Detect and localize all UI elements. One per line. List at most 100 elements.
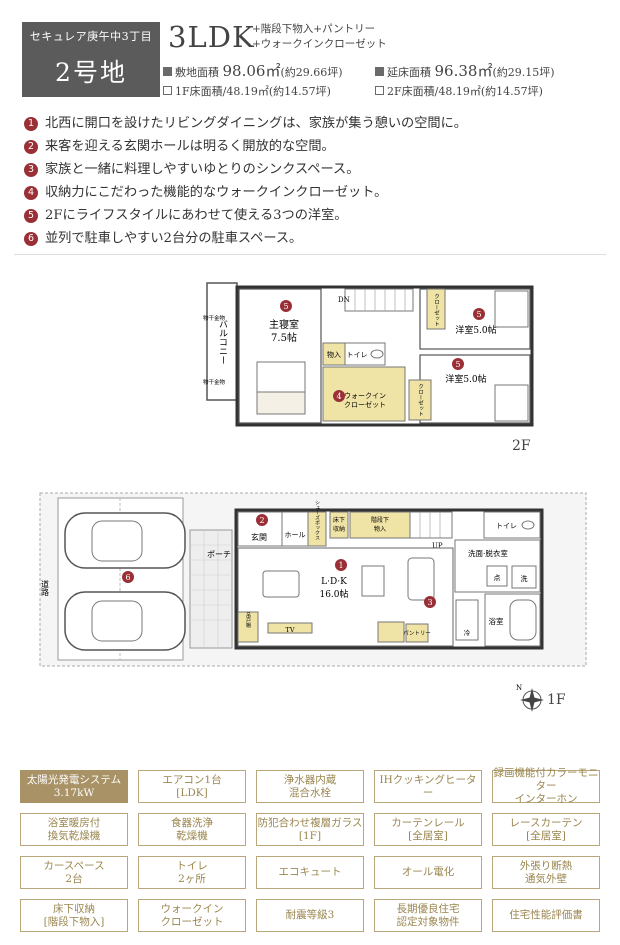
marker-3-label: 3 (427, 598, 432, 607)
feature-text: 来客を迎える玄関ホールは明るく開放的な空間。 (45, 139, 335, 154)
bed-cover (256, 391, 306, 415)
spec-item: ウォークイン クローゼット (138, 899, 246, 932)
spec-item: 床下収納 [階段下物入] (20, 899, 128, 932)
drying-rack-label: 物干金物 (203, 378, 226, 386)
feature-text: 並列で駐車しやすい2台分の駐車スペース。 (45, 231, 303, 246)
filled-square-icon (375, 67, 384, 76)
closet-label: 物入 (327, 350, 341, 359)
lot-subtitle: セキュレア庚午中3丁目 (29, 30, 153, 43)
balcony-label: バルコニー (217, 319, 228, 364)
western-room-a-label: 洋室5.0帖 (455, 324, 496, 336)
spec-item: 住宅性能評価書 (492, 899, 600, 932)
closet-b (408, 379, 432, 421)
stair-storage (349, 511, 411, 539)
spec-item: 外張り断熱 通気外壁 (492, 856, 600, 889)
refrigerator (455, 599, 479, 641)
feature-number: 6 (24, 232, 38, 246)
counter (377, 621, 405, 643)
entrance-label: 玄関 (251, 532, 267, 542)
spec-item: IHクッキングヒーター (374, 770, 482, 803)
floor-plan-1f: 道路 6 ポーチ 2 玄関 ホール シューズボックス 床下 収納 階段下 物入 … (39, 492, 587, 712)
compass-icon (520, 688, 544, 712)
divider (14, 254, 606, 255)
hanging-cabinet (237, 611, 259, 643)
first-floor-area-text: 1F床面積/48.19㎡(約14.57坪) (175, 85, 331, 98)
vanity (486, 565, 508, 587)
ldk-size: 16.0帖 (319, 588, 348, 600)
spec-item: カースペース 2台 (20, 856, 128, 889)
shoe-box (307, 511, 327, 547)
tv-stand (267, 622, 313, 634)
stair-storage-label: 階段下 (371, 516, 389, 524)
stair-up-label: UP (432, 542, 443, 550)
marker-5 (452, 358, 464, 370)
site-area: 敷地面積 98.06㎡(約29.66坪) (163, 60, 343, 81)
extra-line-1: +階段下物入+パントリー (252, 23, 376, 35)
spec-item: 浄水器内蔵 混合水栓 (256, 770, 364, 803)
spec-item: レースカーテン [全居室] (492, 813, 600, 846)
hanging-cabinet-label: 吊戸棚 (245, 613, 251, 629)
closet-b-label: クローゼット (417, 383, 424, 417)
filled-square-icon (163, 67, 172, 76)
extras: +階段下物入+パントリー +ウォークインクローゼット (252, 22, 387, 52)
spec-item: 録画機能付カラーモニター インターホン (492, 767, 600, 805)
lot-name: 2号地 (55, 58, 127, 87)
marker-5-label: 5 (455, 360, 460, 369)
spec-item: カーテンレール [全居室] (374, 813, 482, 846)
underfloor-label: 床下 (333, 516, 345, 524)
washing-machine-label: 洗 (521, 574, 528, 583)
marker-2 (256, 514, 268, 526)
floor-area-label: 延床面積 (387, 66, 431, 79)
marker-1 (335, 559, 347, 571)
floor-label-2f: 2F (512, 438, 531, 454)
spec-item: エコキュート (256, 856, 364, 889)
bathroom-label: 浴室 (489, 616, 504, 626)
porch (189, 529, 233, 649)
stairs-up (409, 511, 453, 539)
spec-item: 太陽光発電システム 3.17kW (20, 770, 128, 803)
marker-5-label: 5 (283, 302, 288, 311)
master-bedroom-label: 主寝室 (269, 318, 299, 331)
compass-north: N (516, 684, 522, 692)
toilet-label: トイレ (347, 351, 368, 359)
site-area-tsubo: (約29.66坪) (280, 66, 343, 79)
toilet-room (344, 342, 386, 366)
feature-item: 5 2Fにライフスタイルにあわせて使える3つの洋室。 (24, 204, 347, 223)
porch-tiles (190, 530, 232, 648)
marker-1-label: 1 (338, 561, 343, 570)
walk-in-closet-label: ウォークイン (344, 392, 386, 400)
feature-text: 2Fにライフスタイルにあわせて使える3つの洋室。 (45, 208, 348, 223)
stair-storage-label: 物入 (374, 525, 386, 533)
marker-4-label: 4 (336, 392, 341, 401)
floor-area-value: 96.38㎡ (434, 62, 493, 80)
floor-area: 延床面積 96.38㎡(約29.15坪) (375, 60, 555, 81)
lot-badge: セキュレア庚午中3丁目 2号地 (22, 22, 160, 97)
underfloor-label: 収納 (333, 525, 345, 533)
spec-item: 長期優良住宅 認定対象物件 (374, 899, 482, 932)
marker-4 (333, 390, 345, 402)
washroom-label: 洗面·脱衣室 (468, 548, 508, 558)
feature-number: 1 (24, 117, 38, 131)
empty-square-icon (375, 86, 384, 95)
toilet-fixture (521, 520, 535, 530)
feature-text: 収納力にこだわった機能的なウォークインクローゼット。 (45, 185, 388, 200)
dining-table (361, 565, 385, 597)
floor-label-1f: 1F (547, 692, 566, 708)
refrigerator-label: 冷 (464, 628, 471, 637)
porch-label: ポーチ (207, 550, 231, 559)
stair-treads (419, 512, 441, 538)
spec-item: 耐震等級3 (256, 899, 364, 932)
bed-a (494, 290, 529, 328)
drying-rack-label: 物干金物 (203, 314, 226, 322)
feature-text: 北西に開口を設けたリビングダイニングは、家族が集う憩いの空間に。 (45, 116, 467, 131)
feature-number: 5 (24, 209, 38, 223)
pantry (405, 623, 429, 643)
hall (281, 511, 309, 547)
marker-5-label: 5 (476, 310, 481, 319)
feature-item: 6 並列で駐車しやすい2台分の駐車スペース。 (24, 227, 302, 246)
second-floor-area-text: 2F床面積/48.19㎡(約14.57坪) (387, 85, 543, 98)
spec-item: オール電化 (374, 856, 482, 889)
